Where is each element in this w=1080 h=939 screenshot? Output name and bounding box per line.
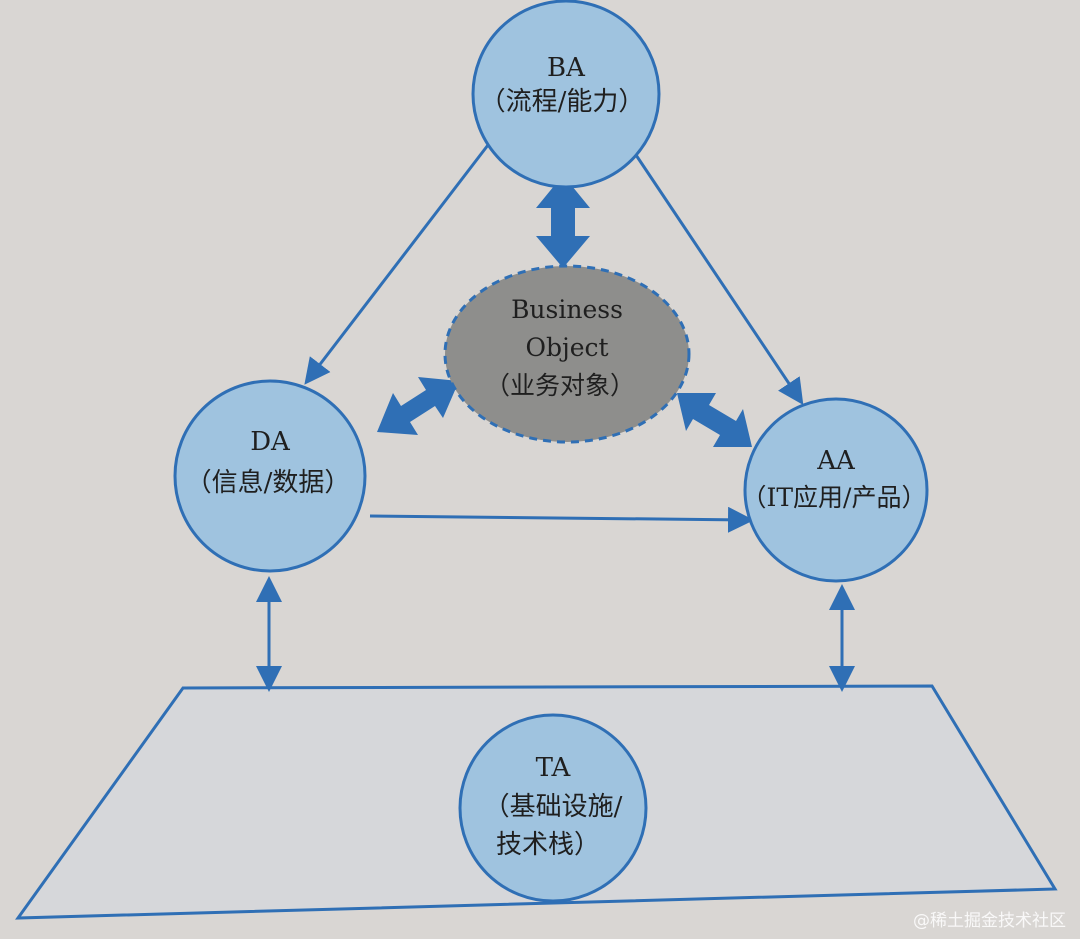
- business-object-line3: （业务对象）: [485, 371, 635, 400]
- arrow-da-to-aa: [369, 506, 754, 533]
- watermark: @稀土掘金技术社区: [913, 911, 1066, 931]
- business-object-line2: Object: [525, 333, 608, 362]
- ba-title: BA: [547, 53, 586, 83]
- thick-arrow-da-bo: [377, 377, 459, 435]
- aa-circle: [743, 397, 929, 583]
- arrow-ba-to-aa: [632, 151, 804, 405]
- ta-subtitle-line2: 技术栈）: [496, 830, 600, 860]
- da-subtitle: （信息/数据）: [186, 468, 351, 498]
- business-object-ellipse: [443, 264, 691, 444]
- ta-circle: [458, 713, 648, 903]
- aa-title: AA: [816, 446, 856, 476]
- ba-circle: [471, 0, 661, 189]
- thick-arrow-aa-bo: [677, 393, 752, 447]
- ta-title: TA: [536, 753, 572, 783]
- ba-subtitle: （流程/能力）: [480, 87, 645, 117]
- arrow-ba-to-da: [304, 144, 490, 385]
- thick-arrow-ba-bo: [536, 175, 590, 268]
- aa-subtitle: （IT应用/产品）: [742, 483, 927, 512]
- ta-subtitle-line1: （基础设施/: [484, 792, 623, 822]
- da-title: DA: [250, 427, 291, 457]
- business-object-line1: Business: [511, 295, 623, 324]
- da-circle: [173, 379, 367, 573]
